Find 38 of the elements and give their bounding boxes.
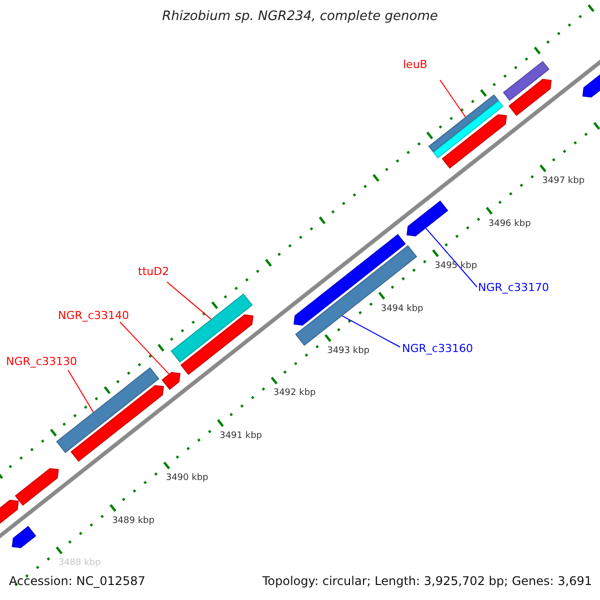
leader-line (166, 282, 212, 320)
title: Rhizobium sp. NGR234, complete genome (161, 9, 439, 24)
leader-line (342, 316, 400, 348)
gene-label: leuB (403, 58, 428, 71)
gene-label: NGR_c33130 (6, 355, 77, 368)
scale-label: 3490 kbp (166, 473, 208, 484)
scale-label: 3489 kbp (112, 516, 154, 526)
gene-feature (428, 94, 499, 152)
scale-label: 3491 kbp (220, 430, 262, 441)
gene-feature (432, 100, 504, 158)
scale-label: 3497 kbp (542, 176, 585, 186)
gene-label: ttuD2 (138, 265, 170, 278)
leader-line (425, 228, 478, 288)
gene-feature (442, 114, 507, 169)
gene-label: NGR_c33170 (478, 281, 549, 294)
scale-label: 3493 kbp (327, 346, 370, 356)
scale-label: 3495 kbp (434, 261, 478, 272)
leader-line (68, 370, 94, 413)
gene-label: NGR_c33140 (58, 309, 129, 322)
gene-feature (70, 385, 164, 462)
gene-feature (56, 367, 160, 454)
gene-feature (170, 293, 253, 363)
gene-feature (502, 60, 550, 101)
gene-feature (14, 468, 59, 506)
gene-feature (406, 200, 448, 236)
gene-feature (294, 234, 406, 326)
gene-feature (508, 78, 552, 116)
accession-text: Accession: NC_012587 (9, 574, 146, 588)
scale-label: 3494 kbp (380, 304, 424, 314)
leader-line (440, 80, 466, 118)
gene-label: NGR_c33160 (402, 342, 473, 355)
gene-feature (180, 314, 254, 375)
genome-summary-text: Topology: circular; Length: 3,925,702 bp; Genes: 3,691 (262, 574, 592, 588)
scale-label: 3496 kbp (488, 218, 531, 229)
leader-line (120, 322, 170, 374)
gene-feature (12, 526, 36, 548)
scale-label: 3492 kbp (273, 388, 316, 398)
gene-feature (162, 372, 180, 390)
